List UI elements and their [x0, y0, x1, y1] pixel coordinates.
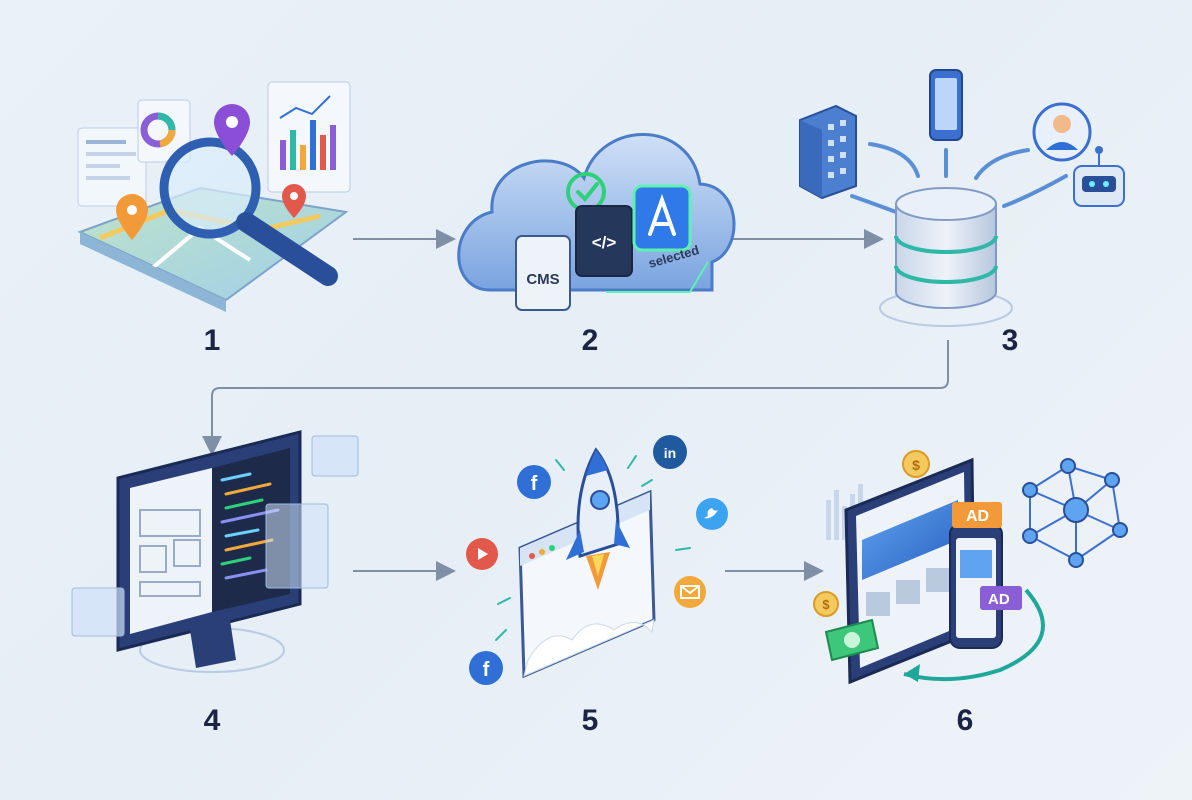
map-search-icon	[77, 81, 351, 312]
step-number-2: 2	[581, 324, 599, 357]
svg-text:f: f	[531, 473, 538, 495]
step-number-4: 4	[203, 704, 221, 737]
svg-text:$: $	[912, 457, 920, 473]
svg-text:f: f	[483, 659, 490, 681]
rocket-launch-icon: f in f	[466, 435, 728, 685]
ads-monetization-icon: AD AD $ $	[813, 450, 1128, 685]
cms-tile	[515, 235, 571, 311]
step-number-1: 1	[203, 324, 221, 357]
code-tile	[575, 205, 633, 277]
coin-icon-top	[902, 450, 930, 478]
step-number-5: 5	[581, 704, 599, 737]
step-number-6: 6	[956, 704, 974, 737]
flow-arrows	[202, 229, 949, 581]
cms-label: CMS	[526, 271, 559, 288]
svg-text:$: $	[822, 597, 830, 612]
svg-text:in: in	[664, 445, 676, 461]
arrow-3-to-4	[202, 340, 949, 456]
ad-badge-purple: AD	[988, 591, 1010, 608]
code-label: </>	[592, 233, 617, 252]
facebook-icon-bottom	[469, 651, 503, 685]
linkedin-icon	[653, 435, 687, 469]
cloud-platform-icon: CMS </> selected	[457, 133, 736, 311]
monitor-code-icon	[71, 430, 359, 673]
facebook-icon	[517, 465, 551, 499]
step-number-3: 3	[1001, 324, 1019, 357]
ad-badge-orange: AD	[966, 508, 989, 525]
database-icon	[799, 69, 1125, 327]
coin-icon-left	[813, 591, 839, 617]
